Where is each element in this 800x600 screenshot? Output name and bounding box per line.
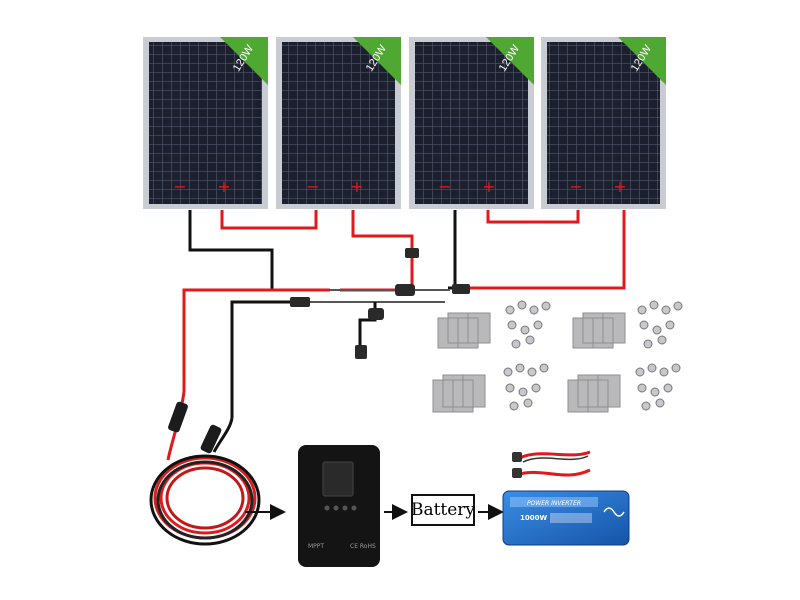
pv-cable-coil [151,392,259,544]
mounting-kit [433,301,682,412]
battery-label: Battery [412,495,474,525]
solar-panel-4: 120W − + [541,37,666,209]
minus-terminal: − [306,177,319,196]
certification-marks: CE RoHS [350,543,376,550]
red-wire [353,210,412,252]
black-wire [448,210,455,288]
solar-panel-1: 120W − + [143,37,268,209]
black-wire [190,210,330,290]
power-inverter: POWER INVERTER 1000W [503,491,629,545]
mc4-connector [200,424,223,454]
mppt-charge-controller: MPPT CE RoHS [298,445,380,567]
red-wire [488,210,578,222]
minus-terminal: − [173,177,186,196]
controller-button [334,506,339,511]
bracket-set [433,313,625,412]
solar-panel-3: 120W − + [409,37,534,209]
controller-button [343,506,348,511]
plus-terminal: + [613,177,626,196]
controller-button [352,506,357,511]
controller-brand: MPPT [308,543,324,550]
plus-terminal: + [217,177,230,196]
mc4-connector [167,401,189,433]
controller-display [323,462,353,496]
red-wire [222,210,316,228]
plus-terminal: + [482,177,495,196]
inverter-rating: 1000W [520,514,547,522]
inverter-title: POWER INVERTER [527,500,581,507]
wiring [184,210,624,418]
battery-cables [512,452,590,478]
minus-terminal: − [438,177,451,196]
controller-button [325,506,330,511]
minus-terminal: − [569,177,582,196]
black-wire [232,302,310,418]
solar-panel-2: 120W − + [276,37,401,209]
plus-terminal: + [350,177,363,196]
